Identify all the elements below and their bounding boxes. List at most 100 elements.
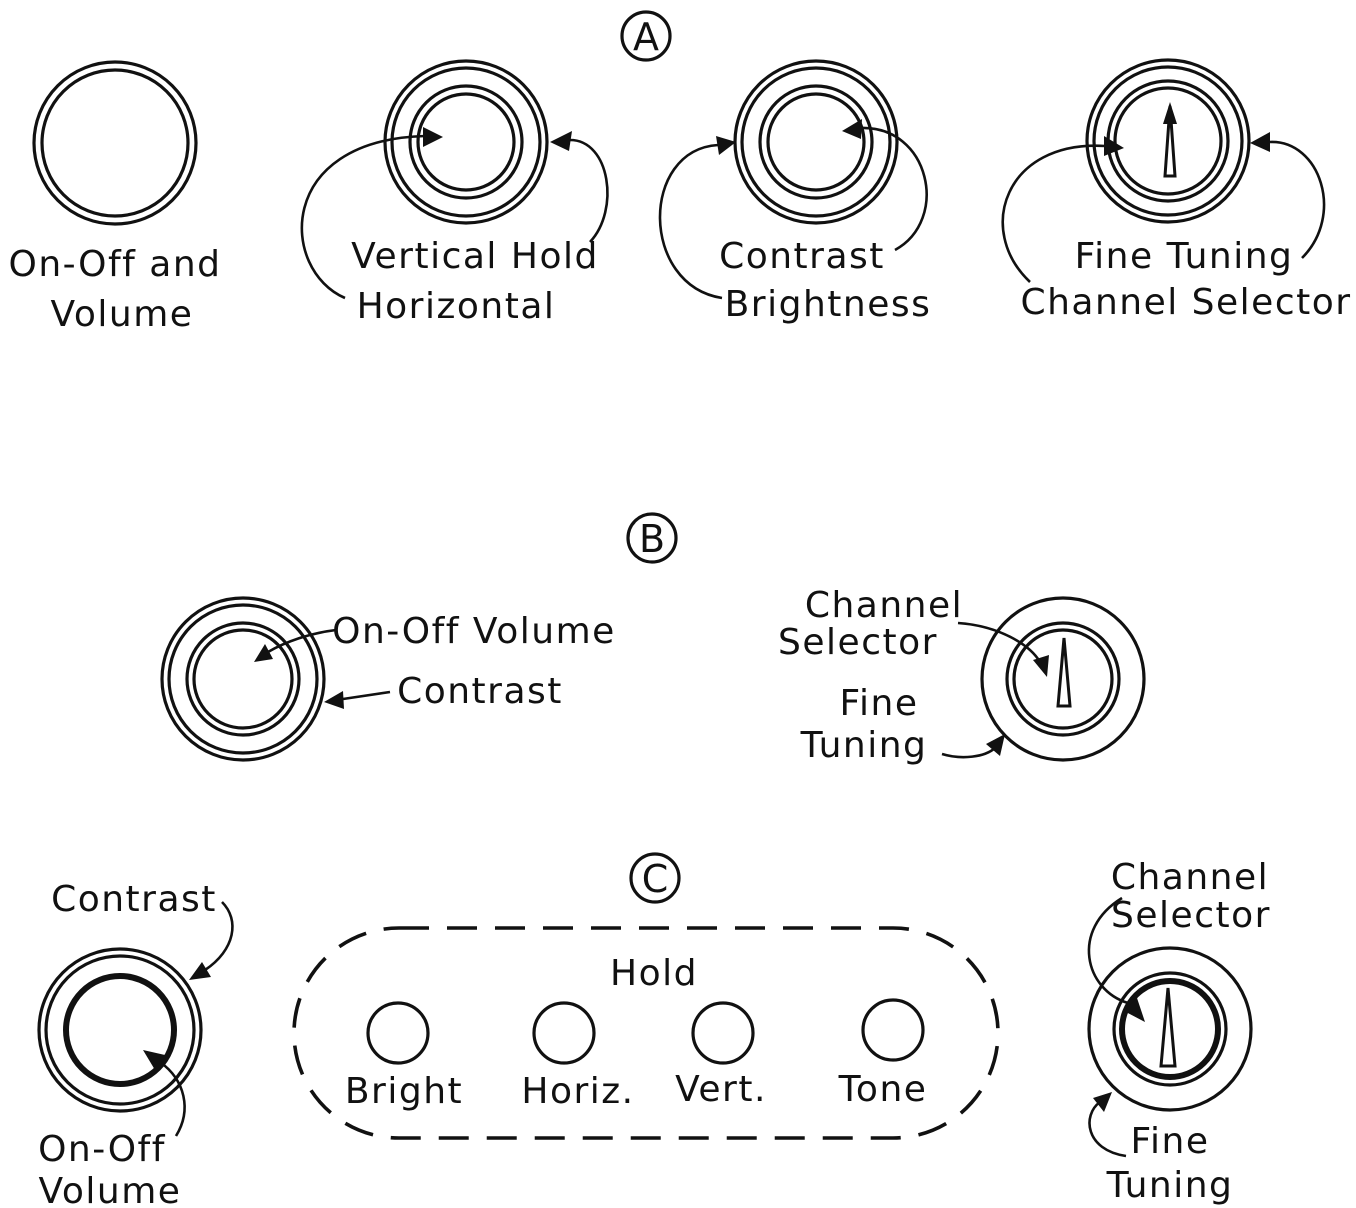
arrowhead-contrast-c: [189, 962, 211, 980]
tone-knob: [861, 998, 925, 1062]
arrowhead-horizontal: [423, 127, 443, 147]
knob-inner-ring: [63, 973, 177, 1087]
label-on-off-and: On-Off and: [9, 244, 222, 285]
section-a-marker: [620, 10, 672, 62]
knob-inner-ring-inner: [766, 92, 866, 192]
label-fine-c: Fine: [1130, 1121, 1209, 1162]
vert-hold-knob: [691, 1001, 755, 1065]
label-selector-b: Selector: [778, 622, 938, 663]
knob-outer-ring-inner: [740, 66, 892, 218]
knob-channel-fine-tuning-c: [1087, 946, 1253, 1112]
knob-outer-ring: [980, 596, 1146, 762]
knob-vertical-horizontal: [383, 59, 549, 225]
knob-inner-ring: [408, 84, 524, 200]
section-b-marker: [626, 512, 678, 564]
label-channel-c: Channel: [1111, 857, 1269, 898]
section-c-letter: C: [642, 857, 669, 901]
label-channel-selector: Channel Selector: [1020, 282, 1351, 323]
arrowhead-channel-selector: [1104, 136, 1124, 156]
channel-pointer-icon: [1159, 987, 1177, 1068]
knob-inner-ring-inner: [192, 628, 294, 730]
leader-channel-selector-c: [1087, 896, 1129, 1005]
arrowhead-contrast-b: [324, 691, 344, 709]
section-b-letter: B: [639, 517, 665, 561]
section-a: A On-Off and Volume Vertical Hold Horizo…: [9, 10, 1351, 335]
bright-knob: [366, 1001, 430, 1065]
arrowhead-vertical-hold: [550, 131, 572, 151]
knob-on-off-volume: [32, 60, 198, 226]
knob-outer-ring: [37, 947, 203, 1113]
arrowhead-brightness: [716, 136, 736, 155]
knob-outer-ring: [1087, 946, 1253, 1112]
knob-fine-tuning-channel: [1085, 58, 1251, 224]
leader-horizontal: [300, 134, 426, 300]
arrowhead-on-off-c: [143, 1050, 165, 1070]
label-volume-c: Volume: [39, 1171, 182, 1208]
label-brightness: Brightness: [725, 284, 932, 325]
label-horiz: Horiz.: [521, 1071, 634, 1112]
leader-fine-tuning: [1269, 140, 1326, 259]
arrowhead-fine-tuning-c: [1093, 1092, 1112, 1112]
knob-contrast-brightness: [733, 59, 899, 225]
horiz-hold-knob: [532, 1001, 596, 1065]
arrowhead-channel-selector-c: [1124, 998, 1145, 1022]
knob-channel-fine-tuning-b: [980, 596, 1146, 762]
knob-inner-ring-inner: [1119, 978, 1221, 1080]
knob-contrast-on-off-c: [37, 947, 203, 1113]
leader-channel-selector-b: [957, 621, 1042, 663]
knob-inner-ring-inner: [416, 92, 516, 192]
knob-inner-ring-inner: [1113, 86, 1223, 196]
leader-fine-tuning-b: [941, 746, 996, 759]
label-horizontal: Horizontal: [357, 286, 556, 327]
label-on-off-c: On-Off: [38, 1129, 166, 1170]
label-tuning-b: Tuning: [800, 725, 928, 766]
knob-inner-ring-inner: [1012, 628, 1114, 730]
arrowhead-on-off-volume: [254, 644, 273, 662]
arrowhead-fine-tuning: [1250, 132, 1270, 152]
arrowhead-contrast: [842, 119, 862, 139]
label-volume: Volume: [51, 294, 194, 335]
knob-inner-ring: [758, 84, 874, 200]
knob-outer-ring-inner: [167, 603, 319, 755]
knob-outer-ring: [383, 59, 549, 225]
label-hold: Hold: [610, 953, 698, 994]
label-contrast-c: Contrast: [51, 879, 217, 920]
knob-outer-ring-inner: [390, 66, 542, 218]
knob-on-off-volume-contrast: [160, 596, 326, 762]
knob-outer-ring: [32, 60, 198, 226]
knob-outer-ring: [1085, 58, 1251, 224]
leader-on-off-c: [159, 1060, 186, 1137]
knob-inner-ring: [185, 621, 301, 737]
leader-on-off-volume: [267, 628, 337, 654]
label-selector-c: Selector: [1111, 895, 1271, 936]
label-on-off-volume: On-Off Volume: [332, 611, 616, 652]
leader-brightness: [658, 143, 723, 300]
leader-contrast-c: [204, 901, 234, 972]
label-vert: Vert.: [675, 1069, 767, 1110]
label-channel-b: Channel: [805, 585, 963, 626]
knob-inner-ring: [1112, 971, 1228, 1087]
section-c-marker: [629, 852, 681, 904]
section-a-letter: A: [633, 15, 659, 59]
section-c: C Contrast On-Off Volume Hold Bright Hor…: [37, 852, 1271, 1208]
knob-inner-ring: [1005, 621, 1121, 737]
label-bright: Bright: [345, 1071, 463, 1112]
leader-contrast: [859, 126, 928, 252]
label-fine-tuning: Fine Tuning: [1075, 236, 1294, 277]
knob-inner-ring: [40, 68, 190, 218]
label-tone: Tone: [838, 1069, 928, 1110]
arrowhead-channel-selector-b: [1033, 655, 1049, 677]
label-contrast: Contrast: [719, 236, 885, 277]
arrowhead-fine-tuning-b: [986, 734, 1005, 756]
label-tuning-c: Tuning: [1106, 1165, 1234, 1206]
label-fine-b: Fine: [839, 683, 918, 724]
leader-fine-tuning-c: [1088, 1100, 1127, 1158]
pointer-arrow-tip: [1163, 102, 1177, 124]
leader-contrast-b: [342, 690, 391, 701]
channel-pointer-icon: [1056, 637, 1072, 708]
leader-vertical-hold: [569, 138, 609, 243]
label-contrast-b: Contrast: [397, 671, 563, 712]
leader-channel-selector: [1001, 144, 1106, 283]
hold-panel-outline: [292, 926, 1000, 1140]
